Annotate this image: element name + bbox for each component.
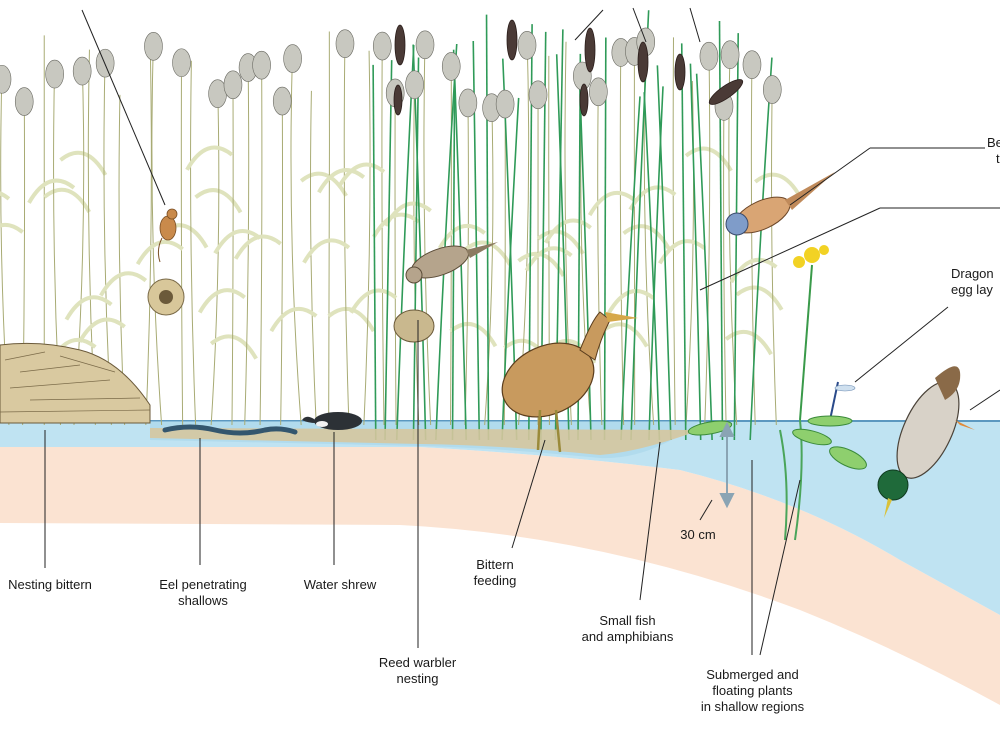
label-bearded-tit: Be [987, 135, 1000, 150]
water-shrew [302, 412, 362, 430]
leader-lines [44, 7, 1000, 656]
eel [162, 424, 298, 436]
green-reeds [372, 10, 773, 441]
shore-litter [150, 428, 700, 455]
yellow-iris [793, 245, 829, 421]
bearded-tit [725, 172, 835, 236]
label-submerged-plants: Submerged and floating plants in shallow… [700, 667, 805, 714]
soil-band [0, 447, 1000, 705]
label-bearded-tit-line2: t [996, 151, 1000, 166]
cattails [393, 19, 744, 117]
label-nesting-bittern: Nesting bittern [8, 577, 92, 592]
label-bittern-feeding: Bittern feeding [473, 557, 517, 588]
harvest-mouse [157, 208, 178, 263]
reed-warbler [405, 242, 498, 284]
depth-arrow [719, 421, 735, 509]
bittern-nest-mound [0, 342, 151, 424]
label-water-shrew: Water shrew [303, 577, 377, 592]
label-reed-warbler: Reed warbler nesting [378, 655, 457, 686]
label-small-fish: Small fish and amphibians [581, 613, 674, 644]
bittern [501, 311, 638, 453]
label-depth: 30 cm [680, 527, 716, 542]
water-body [0, 420, 1000, 615]
reed-plumes [0, 27, 782, 122]
mallard [877, 366, 975, 518]
label-dragonfly: Dragon egg lay [951, 266, 994, 297]
label-eel: Eel penetrating shallows [159, 577, 247, 608]
dragonfly [829, 381, 856, 421]
floating-leaves [687, 415, 867, 470]
reed-warbler-nest [393, 309, 435, 343]
nest-mound-straw [0, 351, 151, 413]
